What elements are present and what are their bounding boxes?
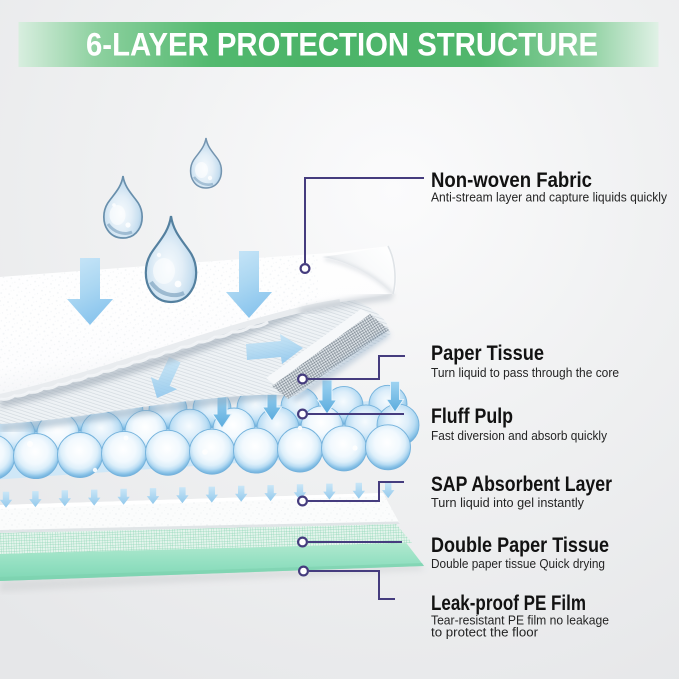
svg-text:Fast diversion and absorb quic: Fast diversion and absorb quickly	[431, 428, 607, 443]
svg-text:Tear-resistant PE film no leak: Tear-resistant PE film no leakage	[431, 613, 609, 628]
svg-text:Paper Tissue: Paper Tissue	[431, 342, 544, 365]
svg-text:Anti-stream layer and capture: Anti-stream layer and capture liquids qu…	[431, 190, 667, 205]
svg-text:SAP Absorbent Layer: SAP Absorbent Layer	[431, 473, 612, 496]
svg-text:to protect the floor: to protect the floor	[431, 625, 539, 640]
svg-text:Fluff Pulp: Fluff Pulp	[431, 405, 513, 428]
svg-text:Turn liquid to pass through th: Turn liquid to pass through the core	[431, 365, 619, 380]
svg-text:Turn liquid into gel instantly: Turn liquid into gel instantly	[431, 495, 584, 510]
svg-text:6-LAYER PROTECTION STRUCTURE: 6-LAYER PROTECTION STRUCTURE	[86, 27, 598, 63]
svg-text:Non-woven Fabric: Non-woven Fabric	[431, 169, 592, 192]
svg-text:Double Paper Tissue: Double Paper Tissue	[431, 534, 609, 557]
svg-text:Double paper tissue Quick dryi: Double paper tissue Quick drying	[431, 556, 605, 571]
svg-text:Leak-proof PE Film: Leak-proof PE Film	[431, 592, 586, 615]
